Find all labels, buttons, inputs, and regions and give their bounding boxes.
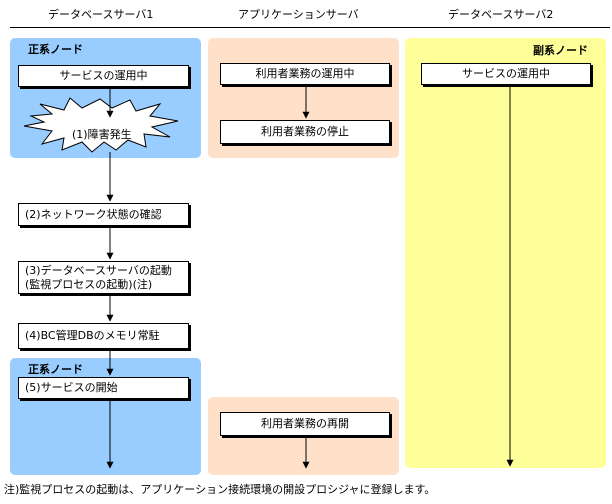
app-resumed-text: 利用者業務の再開: [261, 417, 349, 430]
app-running-box: 利用者業務の運用中: [220, 63, 390, 85]
header-db-server-2: データベースサーバ2: [448, 8, 554, 21]
network-check-box: (2)ネットワーク状態の確認: [18, 203, 189, 226]
app-stopped-text: 利用者業務の停止: [261, 125, 349, 138]
secondary-node-panel: [405, 38, 606, 468]
db2-service-running-box: サービスの運用中: [421, 63, 591, 85]
bc-db-resident-text: (4)BC管理DBのメモリ常駐: [25, 329, 160, 342]
bc-db-resident-box: (4)BC管理DBのメモリ常駐: [18, 323, 189, 349]
secondary-node-label: 副系ノード: [533, 44, 588, 57]
primary-node-label-top: 正系ノード: [28, 43, 83, 56]
app-stopped-box: 利用者業務の停止: [220, 120, 390, 144]
failure-label: (1)障害発生: [72, 128, 132, 141]
primary-node-label-bottom: 正系ノード: [28, 363, 83, 376]
header-app-server: アプリケーションサーバ: [238, 8, 359, 21]
db-server-start-box: (3)データベースサーバの起動 (監視プロセスの起動)(注): [18, 261, 189, 294]
db-server-start-text-1: (3)データベースサーバの起動: [25, 263, 172, 277]
network-check-text: (2)ネットワーク状態の確認: [25, 207, 162, 221]
app-running-text: 利用者業務の運用中: [255, 67, 355, 80]
db1-service-running-box: サービスの運用中: [18, 65, 189, 87]
service-start-text: (5)サービスの開始: [25, 381, 118, 394]
db2-service-running-text: サービスの運用中: [462, 67, 550, 80]
header-divider: [10, 27, 610, 28]
footnote: 注)監視プロセスの起動は、アプリケーション接続環境の開設プロシジャに登録します。: [4, 483, 436, 496]
header-db-server-1: データベースサーバ1: [48, 8, 154, 21]
db-server-start-text-2: (監視プロセスの起動)(注): [25, 277, 153, 291]
service-start-box: (5)サービスの開始: [18, 377, 189, 399]
failure-burst: [23, 97, 179, 153]
app-resumed-box: 利用者業務の再開: [220, 412, 390, 436]
db1-service-running-text: サービスの運用中: [59, 69, 148, 82]
